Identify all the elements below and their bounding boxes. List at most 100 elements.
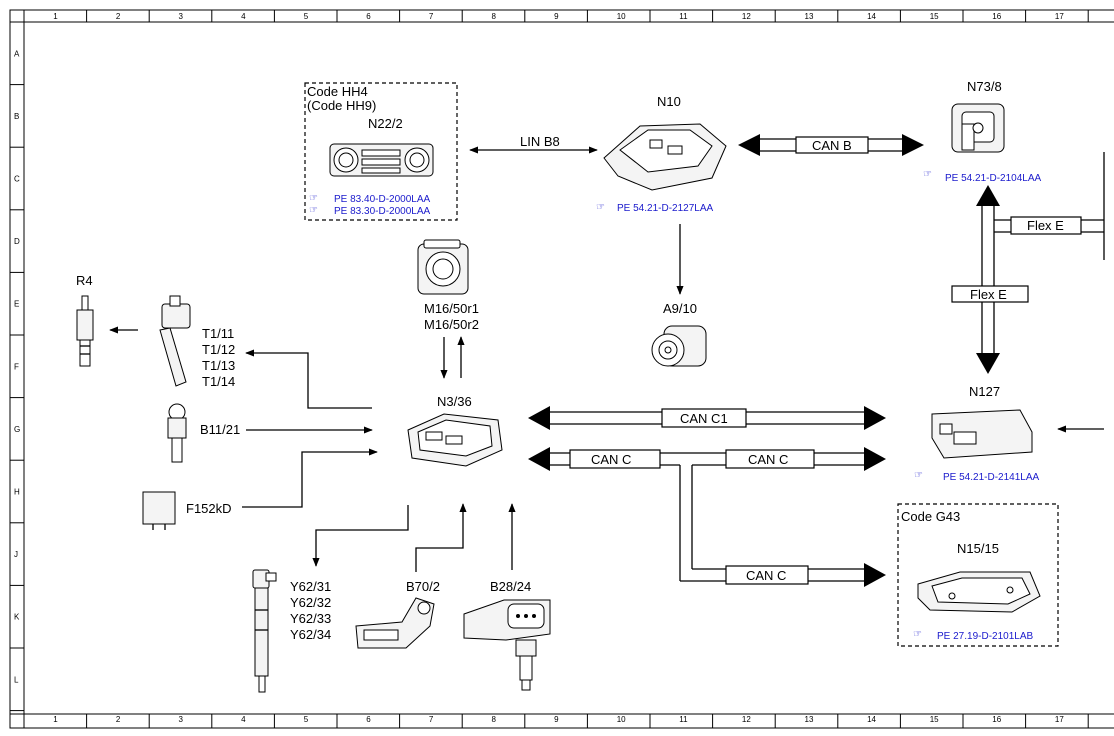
- grid-row-label: D: [14, 237, 20, 246]
- a9-10-component[interactable]: A9/10: [651, 301, 707, 367]
- grid-column-label: 1: [53, 715, 58, 724]
- n3-to-y62-arrow: [312, 505, 409, 567]
- t1-13-label: T1/13: [202, 358, 235, 373]
- f152kd-label: F152kD: [186, 501, 232, 516]
- temperature-sensor-icon: [167, 403, 187, 463]
- grid-column-label: 14: [867, 12, 876, 21]
- svg-text:PE 27.19-D-2101LAB: PE 27.19-D-2101LAB: [937, 631, 1034, 642]
- sam-module-icon: [603, 123, 727, 191]
- b11-21-component[interactable]: B11/21: [167, 403, 240, 463]
- grid-column-label: 15: [930, 12, 939, 21]
- grid-column-label: 4: [241, 715, 246, 724]
- y62-34-label: Y62/34: [290, 627, 331, 642]
- pressure-sensor-icon: [463, 599, 551, 691]
- y62-32-label: Y62/32: [290, 595, 331, 610]
- t1-11-label: T1/11: [202, 326, 234, 341]
- engine-control-unit-icon: [407, 413, 503, 467]
- n22-2-label: N22/2: [368, 116, 403, 131]
- svg-text:PE 54.21-D-2104LAA: PE 54.21-D-2104LAA: [945, 173, 1042, 184]
- code-hh9-label: (Code HH9): [307, 98, 376, 113]
- grid-row-label: B: [14, 112, 19, 121]
- grid-column-label: 1: [53, 12, 58, 21]
- svg-text:☞: ☞: [596, 202, 605, 213]
- svg-text:PE 83.40-D-2000LAA: PE 83.40-D-2000LAA: [334, 194, 431, 205]
- m16-50r1-label: M16/50r1: [424, 301, 479, 316]
- grid-row-label: J: [14, 550, 18, 559]
- grid-column-label: 4: [241, 12, 246, 21]
- n3-36-component[interactable]: N3/36: [407, 394, 503, 467]
- ref-pe-54-21-2141[interactable]: ☞ PE 54.21-D-2141LAA: [914, 470, 1040, 483]
- ref-pe-83-30[interactable]: ☞ PE 83.30-D-2000LAA: [309, 205, 431, 217]
- ref-pe-54-21-2127[interactable]: ☞ PE 54.21-D-2127LAA: [596, 202, 714, 214]
- grid-column-label: 3: [179, 12, 184, 21]
- can-c1-connection: CAN C1: [528, 406, 886, 430]
- grid-column-label: 6: [366, 715, 371, 724]
- f152kd-to-n3-arrow: [242, 448, 378, 508]
- grid-column-label: 16: [992, 12, 1001, 21]
- grid-row-label: C: [14, 175, 20, 184]
- b70-2-to-n3-arrow: [415, 503, 467, 572]
- grid-column-label: 10: [617, 12, 626, 21]
- svg-text:☞: ☞: [923, 169, 932, 180]
- throttle-valve-icon: [417, 239, 469, 295]
- grid-column-label: 13: [805, 715, 814, 724]
- n3-36-label: N3/36: [437, 394, 472, 409]
- grid-column-label: 16: [992, 715, 1001, 724]
- n127-label: N127: [969, 384, 1000, 399]
- grid-column-label: 15: [930, 715, 939, 724]
- flex-e-top-label: Flex E: [1027, 218, 1064, 233]
- can-c-left-label: CAN C: [591, 452, 631, 467]
- svg-text:☞: ☞: [309, 205, 318, 216]
- y62-component[interactable]: Y62/31 Y62/32 Y62/33 Y62/34: [252, 569, 331, 693]
- fuel-injector-icon: [252, 569, 277, 693]
- grid-column-label: 8: [492, 715, 497, 724]
- ref-pe-54-21-2104[interactable]: ☞ PE 54.21-D-2104LAA: [923, 169, 1042, 184]
- lin-b8-label: LIN B8: [520, 134, 560, 149]
- ref-pe-83-40[interactable]: ☞ PE 83.40-D-2000LAA: [309, 193, 431, 205]
- flex-e-label: Flex E: [970, 287, 1007, 302]
- transmission-control-unit-icon[interactable]: [917, 571, 1041, 613]
- climate-control-panel-icon[interactable]: [329, 143, 434, 177]
- ignition-switch-icon: [951, 103, 1005, 153]
- can-c1-label: CAN C1: [680, 411, 728, 426]
- grid-column-label: 7: [429, 12, 434, 21]
- f152kd-component[interactable]: F152kD: [142, 491, 232, 530]
- fuse-relay-icon: [142, 491, 176, 525]
- b11-21-label: B11/21: [200, 422, 240, 437]
- code-g43-group: Code G43 N15/15 ☞ PE 27.19-D-2101LAB: [897, 503, 1059, 647]
- r4-component[interactable]: R4: [76, 273, 94, 367]
- grid-column-label: 11: [679, 715, 688, 724]
- grid-column-label: 17: [1055, 715, 1064, 724]
- b70-2-component[interactable]: B70/2: [355, 579, 440, 649]
- svg-text:☞: ☞: [309, 193, 318, 204]
- t1-component[interactable]: T1/11 T1/12 T1/13 T1/14: [159, 295, 235, 389]
- n10-component[interactable]: N10 ☞ PE 54.21-D-2127LAA: [596, 94, 727, 214]
- n73-8-component[interactable]: N73/8 ☞ PE 54.21-D-2104LAA: [923, 79, 1042, 184]
- grid-column-label: 13: [805, 12, 814, 21]
- lin-b8-connection: LIN B8: [469, 134, 598, 154]
- flex-e-connection: Flex E Flex E: [951, 152, 1105, 374]
- grid-column-label: 5: [304, 715, 309, 724]
- b28-24-label: B28/24: [490, 579, 531, 594]
- grid-column-label: 6: [366, 12, 371, 21]
- grid-column-label: 9: [554, 715, 559, 724]
- n15-15-label: N15/15: [957, 541, 999, 556]
- b70-2-label: B70/2: [406, 579, 440, 594]
- grid-column-label: 17: [1055, 12, 1064, 21]
- b28-24-component[interactable]: B28/24: [463, 579, 551, 691]
- m16-50-component[interactable]: M16/50r1 M16/50r2: [417, 239, 479, 332]
- ref-pe-27-19-2101[interactable]: ☞ PE 27.19-D-2101LAB: [913, 629, 1034, 642]
- grid-column-label: 2: [116, 715, 121, 724]
- powertrain-control-unit-icon: [931, 409, 1033, 459]
- n127-component[interactable]: N127 ☞ PE 54.21-D-2141LAA: [914, 384, 1040, 483]
- svg-text:PE 54.21-D-2141LAA: PE 54.21-D-2141LAA: [943, 472, 1040, 483]
- svg-text:PE 54.21-D-2127LAA: PE 54.21-D-2127LAA: [617, 203, 714, 214]
- can-c-bottom-label: CAN C: [746, 568, 786, 583]
- grid-column-label: 7: [429, 715, 434, 724]
- grid-row-label: E: [14, 300, 19, 309]
- y62-33-label: Y62/33: [290, 611, 331, 626]
- svg-text:PE 83.30-D-2000LAA: PE 83.30-D-2000LAA: [334, 206, 431, 217]
- can-b-connection: CAN B: [738, 134, 924, 156]
- m16-50r2-label: M16/50r2: [424, 317, 479, 332]
